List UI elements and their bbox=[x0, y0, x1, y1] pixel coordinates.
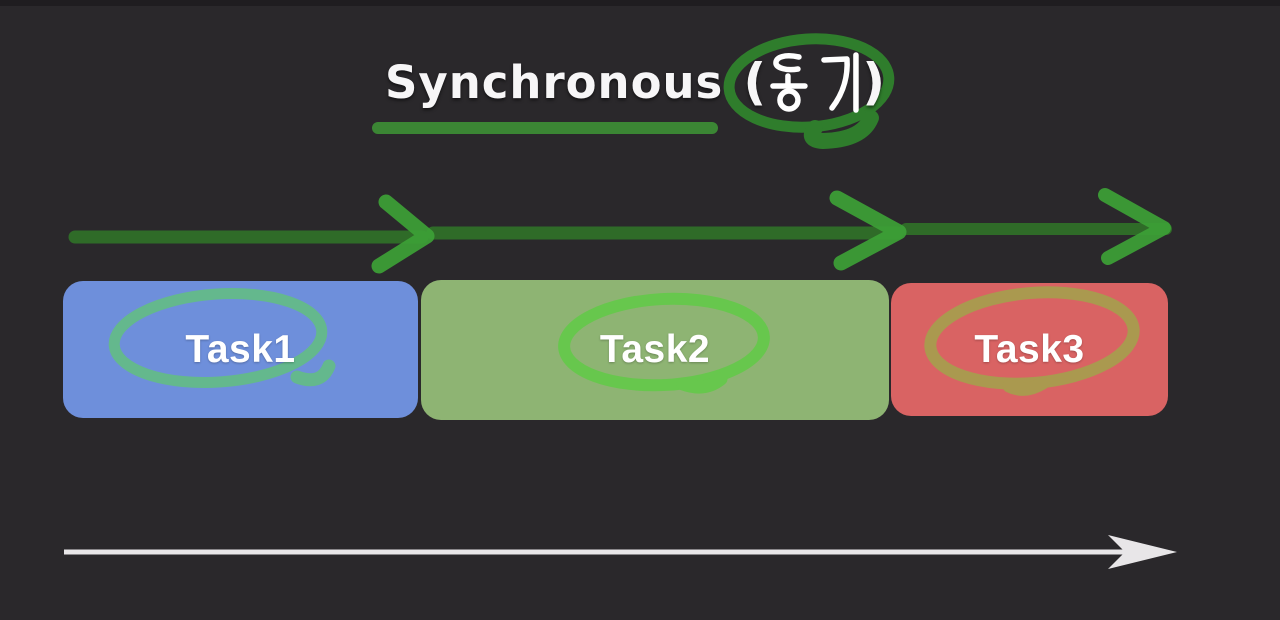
timeline-arrow bbox=[64, 535, 1177, 569]
task-label-task1: Task1 bbox=[185, 327, 296, 371]
task-box-task3: Task3 bbox=[891, 283, 1168, 416]
flow-arrowhead-1 bbox=[371, 194, 435, 274]
task-box-task1: Task1 bbox=[63, 281, 418, 418]
flow-arrowhead-2 bbox=[829, 190, 907, 271]
task-label-task3: Task3 bbox=[974, 327, 1085, 371]
task-box-task2: Task2 bbox=[421, 280, 889, 420]
annotation-close-paren: ) bbox=[862, 53, 886, 111]
title-underline bbox=[372, 122, 718, 134]
flow-arrows bbox=[68, 188, 1172, 274]
annotation-open-paren: ( bbox=[743, 53, 767, 111]
title-main-text: Synchronous bbox=[384, 55, 724, 109]
timeline-arrowhead-icon bbox=[1108, 535, 1177, 569]
title-annotation: ( ) bbox=[723, 33, 895, 150]
hangul-text-icon bbox=[770, 52, 859, 113]
task-label-task2: Task2 bbox=[599, 328, 711, 371]
letterbox-strip bbox=[0, 0, 1280, 6]
page-title: Synchronous ( ) bbox=[384, 33, 895, 150]
flow-arrowhead-3 bbox=[1098, 188, 1171, 265]
